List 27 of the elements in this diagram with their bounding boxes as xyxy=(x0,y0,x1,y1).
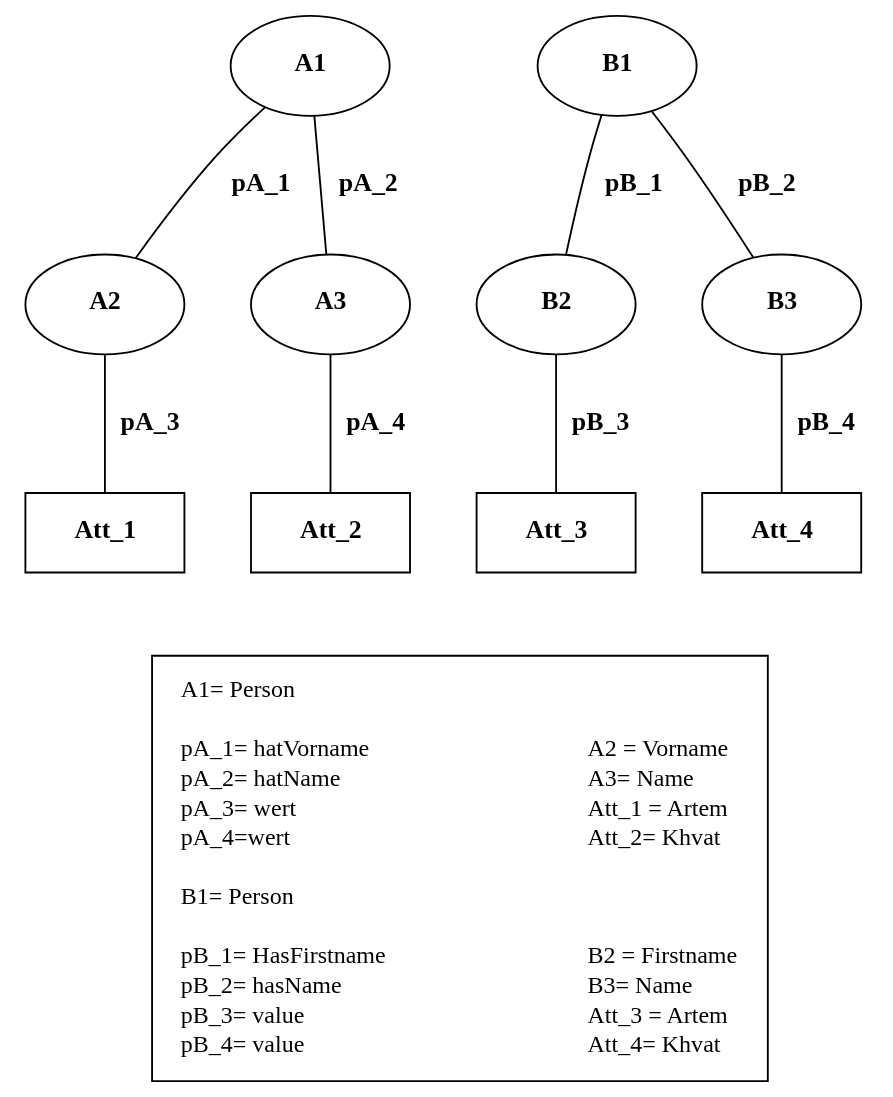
connector xyxy=(650,110,754,259)
node-ellipse: B1 xyxy=(536,15,698,117)
connector xyxy=(103,353,106,494)
node-box: Att_2 xyxy=(249,492,411,574)
connector xyxy=(329,353,331,494)
node-box: Att_4 xyxy=(700,492,862,574)
edge-label: pB_2 xyxy=(737,168,796,198)
edge-label: pA_1 xyxy=(231,168,291,198)
edge-label: pA_2 xyxy=(338,168,398,198)
edge-label: pB_1 xyxy=(604,168,663,198)
connector xyxy=(554,353,557,494)
edge-label: pB_4 xyxy=(796,406,855,436)
node-ellipse: A2 xyxy=(23,253,185,356)
node-ellipse: B3 xyxy=(700,253,862,356)
node-ellipse: A3 xyxy=(249,253,411,356)
node-box: Att_3 xyxy=(475,492,637,574)
edge-label: pA_4 xyxy=(345,406,405,436)
edge-label: pB_3 xyxy=(571,406,629,436)
node-box: Att_1 xyxy=(23,492,185,574)
connector xyxy=(780,353,783,494)
node-box: A1= Person pA_1= hatVorname A2 = Vorname pA_2= hatName A3= Name pA_3= wert Att_1 = Artem pA_4=wert Att_2= Khvat B1= Person pB_1= HasFirstname B2 = Firstname pB_2= hasName B3= Name pB_3= value Att_3 = Artem pB_4= value Att_4= Khvat xyxy=(150,654,769,1082)
connector xyxy=(564,114,603,256)
connector xyxy=(312,114,327,256)
edge-label: pA_3 xyxy=(120,406,180,436)
node-ellipse: B2 xyxy=(475,253,637,356)
connector xyxy=(134,106,266,260)
node-ellipse: A1 xyxy=(229,15,391,117)
